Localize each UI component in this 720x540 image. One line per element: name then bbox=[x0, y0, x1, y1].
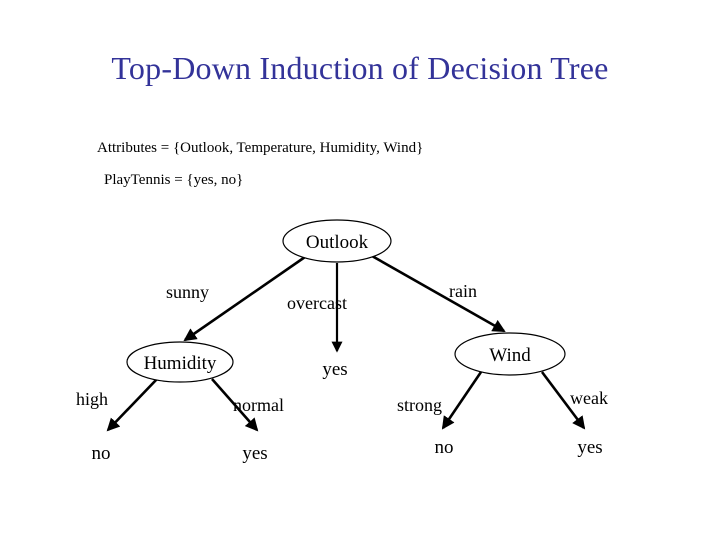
node-wind[interactable]: Wind bbox=[454, 332, 566, 376]
leaf-humidity-high-no: no bbox=[92, 443, 111, 464]
leaf-wind-weak-yes: yes bbox=[577, 437, 602, 458]
leaf-humidity-normal-yes: yes bbox=[242, 443, 267, 464]
edge-humidity-high bbox=[106, 378, 158, 432]
node-humidity-label: Humidity bbox=[144, 353, 217, 374]
edge-wind-strong bbox=[441, 371, 483, 430]
edge-label-rain: rain bbox=[449, 281, 477, 301]
page-title: Top-Down Induction of Decision Tree bbox=[111, 50, 609, 86]
node-wind-label: Wind bbox=[489, 345, 531, 366]
edge-wind-weak bbox=[540, 371, 586, 430]
edge-label-normal: normal bbox=[233, 395, 284, 415]
attributes-definition: Attributes = {Outlook, Temperature, Humi… bbox=[97, 140, 424, 156]
node-outlook-label: Outlook bbox=[306, 232, 369, 253]
edge-label-weak: weak bbox=[570, 388, 608, 408]
leaf-wind-strong-no: no bbox=[435, 437, 454, 458]
node-humidity[interactable]: Humidity bbox=[126, 341, 234, 383]
edge-label-sunny: sunny bbox=[166, 282, 209, 302]
edge-label-overcast: overcast bbox=[287, 293, 347, 313]
playtennis-definition: PlayTennis = {yes, no} bbox=[104, 172, 244, 188]
node-outlook[interactable]: Outlook bbox=[282, 219, 392, 263]
edge-label-high: high bbox=[76, 389, 108, 409]
leaf-outlook-overcast-yes: yes bbox=[322, 359, 347, 380]
edge-outlook-rain bbox=[371, 254, 506, 333]
edge-humidity-normal bbox=[211, 378, 259, 432]
edge-label-strong: strong bbox=[397, 395, 442, 415]
edge-outlook-sunny bbox=[183, 255, 306, 342]
